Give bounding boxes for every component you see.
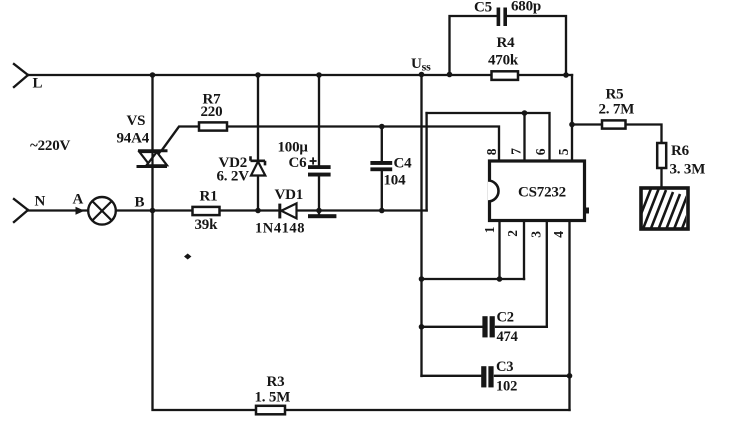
svg-text:N: N	[35, 194, 46, 210]
svg-text:A: A	[73, 192, 84, 208]
svg-text:R5: R5	[606, 87, 624, 103]
svg-text:C5: C5	[474, 0, 492, 16]
svg-text:C6: C6	[289, 155, 308, 171]
svg-text:39k: 39k	[195, 217, 219, 233]
svg-text:470k: 470k	[488, 53, 519, 69]
svg-text:474: 474	[497, 329, 518, 345]
svg-text:1N4148: 1N4148	[255, 221, 305, 237]
svg-text:3. 3M: 3. 3M	[670, 162, 706, 178]
svg-text:1. 5M: 1. 5M	[255, 390, 291, 406]
svg-text:2: 2	[505, 230, 520, 237]
svg-text:8: 8	[484, 148, 499, 155]
svg-text:6: 6	[533, 148, 548, 155]
svg-text:R6: R6	[671, 143, 690, 159]
svg-text:4: 4	[551, 231, 566, 238]
svg-text:220: 220	[201, 104, 223, 120]
svg-text:6. 2V: 6. 2V	[217, 169, 250, 185]
svg-text:R1: R1	[200, 189, 218, 205]
svg-text:VD1: VD1	[275, 187, 304, 203]
svg-text:3: 3	[529, 231, 544, 238]
svg-text:C3: C3	[496, 359, 513, 375]
svg-text:B: B	[135, 195, 145, 211]
svg-text:5: 5	[556, 148, 571, 155]
svg-text:1: 1	[482, 226, 497, 233]
svg-text:L: L	[33, 76, 43, 92]
svg-text:680p: 680p	[511, 0, 541, 15]
svg-text:104: 104	[384, 173, 407, 189]
svg-text:VS: VS	[127, 113, 146, 129]
svg-text:102: 102	[496, 379, 517, 395]
svg-text:CS7232: CS7232	[518, 185, 566, 201]
svg-text:R7: R7	[203, 92, 222, 108]
svg-text:C2: C2	[497, 310, 514, 326]
svg-text:7: 7	[509, 148, 524, 155]
svg-text:100μ: 100μ	[278, 140, 309, 156]
svg-text:C4: C4	[394, 156, 413, 172]
svg-text:R4: R4	[497, 35, 516, 51]
svg-text:~220V: ~220V	[30, 138, 71, 154]
svg-text:2. 7M: 2. 7M	[599, 102, 635, 118]
svg-text:94A4: 94A4	[117, 131, 150, 147]
svg-text:R3: R3	[267, 374, 285, 390]
svg-text:Uss: Uss	[411, 56, 431, 74]
svg-text:VD2: VD2	[219, 155, 248, 171]
